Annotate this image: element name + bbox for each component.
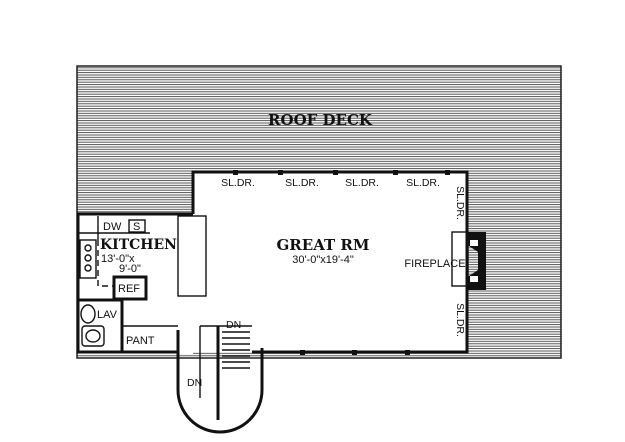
sliding-door-marks	[233, 170, 450, 355]
sliding-door-label: SL.DR.	[221, 177, 255, 189]
sliding-door-label: SL.DR.	[454, 186, 466, 220]
sliding-door-label: SL.DR.	[285, 177, 319, 189]
stair-down-label-lower: DN	[187, 377, 202, 389]
kitchen-size-line2: 9'-0"	[119, 263, 141, 275]
lav-label: LAV	[97, 309, 118, 321]
fireplace	[451, 231, 486, 290]
sink-icon	[128, 219, 146, 233]
sliding-door-label: SL.DR.	[345, 177, 379, 189]
stair	[176, 325, 264, 434]
kitchen-size-line1: 13'-0"x	[101, 253, 135, 265]
sliding-door-label: SL.DR.	[454, 303, 466, 337]
kitchen-label: KITCHEN	[100, 237, 177, 253]
refrigerator-icon	[112, 275, 148, 301]
dishwasher-label: DW	[103, 221, 122, 233]
sliding-door-label: SL.DR.	[406, 177, 440, 189]
lav-sink-icon	[81, 325, 105, 347]
roof-deck-label: ROOF DECK	[268, 111, 373, 129]
west-wing	[76, 212, 207, 354]
fireplace-label: FIREPLACE	[404, 258, 465, 270]
refrigerator-label: REF	[118, 283, 140, 295]
great-room	[191, 170, 469, 354]
sink-label: S	[133, 221, 140, 233]
stair-down-label-upper: DN	[226, 319, 241, 331]
range-icon	[79, 239, 97, 279]
great-room-size: 30'-0"x19'-4"	[292, 254, 354, 266]
pantry-label: PANT	[126, 335, 155, 347]
great-room-label: GREAT RM	[277, 236, 370, 254]
toilet-icon	[80, 304, 96, 324]
